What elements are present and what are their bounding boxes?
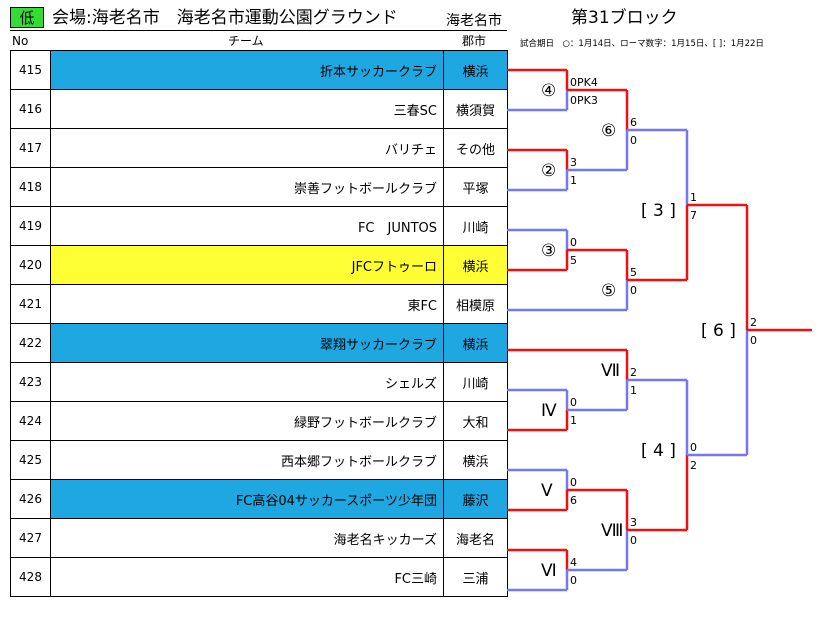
schedule-note: 試合期日 ○：1月14日、ローマ数字：1月15日、[ ]：1月22日 xyxy=(520,39,764,49)
row-city: 横浜 xyxy=(443,323,508,363)
row-city: 大和 xyxy=(443,401,508,441)
match-label: ⑤ xyxy=(601,281,616,301)
col-header-team: チーム xyxy=(228,34,264,48)
row-team: 緑野フットボールクラブ xyxy=(50,401,444,441)
row-city: 横浜 xyxy=(443,440,508,480)
row-no: 417 xyxy=(10,128,51,168)
score-top: 2 xyxy=(630,366,637,379)
row-no: 419 xyxy=(10,206,51,246)
match-label: [ 3 ] xyxy=(641,201,676,221)
row-city: 川崎 xyxy=(443,206,508,246)
row-no: 418 xyxy=(10,167,51,207)
row-team: 崇善フットボールクラブ xyxy=(50,167,444,207)
row-city: 三浦 xyxy=(443,557,508,597)
score-bottom: 7 xyxy=(690,209,697,222)
row-no: 421 xyxy=(10,284,51,324)
score-bottom: 0 xyxy=(570,574,577,587)
row-city: 相模原 xyxy=(443,284,508,324)
match-label: [ 4 ] xyxy=(641,441,676,461)
score-top: 6 xyxy=(630,116,637,129)
score-top: 1 xyxy=(690,191,697,204)
row-city: 横浜 xyxy=(443,50,508,90)
row-team: JFCフトゥーロ xyxy=(50,245,444,285)
score-bottom: 0PK3 xyxy=(570,94,598,107)
row-city: 横浜 xyxy=(443,245,508,285)
score-bottom: 0 xyxy=(750,334,757,347)
match-label: ④ xyxy=(541,81,556,101)
match-label: [ 6 ] xyxy=(701,321,736,341)
match-label: ③ xyxy=(541,241,556,261)
row-no: 428 xyxy=(10,557,51,597)
score-top: 0PK4 xyxy=(570,76,598,89)
row-no: 426 xyxy=(10,479,51,519)
score-bottom: 1 xyxy=(570,414,577,427)
row-team: 三春SC xyxy=(50,89,444,129)
score-bottom: 5 xyxy=(570,254,577,267)
row-city: 横須賀 xyxy=(443,89,508,129)
match-label: Ⅵ xyxy=(541,561,557,581)
block-title: 第31ブロック xyxy=(571,8,678,28)
score-top: 2 xyxy=(750,316,757,329)
row-team: 海老名キッカーズ xyxy=(50,518,444,558)
score-bottom: 1 xyxy=(630,384,637,397)
row-team: 折本サッカークラブ xyxy=(50,50,444,90)
score-bottom: 0 xyxy=(630,534,637,547)
score-top: 5 xyxy=(630,266,637,279)
score-bottom: 2 xyxy=(690,459,697,472)
col-header-no: No xyxy=(12,34,29,48)
score-bottom: 1 xyxy=(570,174,577,187)
match-label: ② xyxy=(541,161,556,181)
score-bottom: 0 xyxy=(630,284,637,297)
row-city: 平塚 xyxy=(443,167,508,207)
col-header-city: 郡市 xyxy=(462,34,487,48)
row-team: FC高谷04サッカースポーツ少年団 xyxy=(50,479,444,519)
score-top: 3 xyxy=(570,156,577,169)
row-no: 422 xyxy=(10,323,51,363)
score-top: 3 xyxy=(630,516,637,529)
city-title: 海老名市 xyxy=(446,13,502,29)
score-bottom: 6 xyxy=(570,494,577,507)
row-city: 藤沢 xyxy=(443,479,508,519)
row-team: 西本郷フットボールクラブ xyxy=(50,440,444,480)
row-team: FC JUNTOS xyxy=(50,206,444,246)
row-no: 416 xyxy=(10,89,51,129)
match-label: ⑥ xyxy=(601,121,616,141)
score-top: 0 xyxy=(570,396,577,409)
match-label: Ⅴ xyxy=(541,481,553,501)
level-badge: 低 xyxy=(10,7,44,28)
match-label: Ⅳ xyxy=(541,401,557,421)
score-bottom: 0 xyxy=(630,134,637,147)
header-rule xyxy=(10,30,507,31)
row-no: 415 xyxy=(10,50,51,90)
match-label: Ⅷ xyxy=(601,521,623,541)
row-city: 海老名 xyxy=(443,518,508,558)
score-top: 0 xyxy=(570,476,577,489)
venue-title: 会場:海老名市 海老名市運動公園グラウンド xyxy=(52,8,398,28)
score-top: 4 xyxy=(570,556,577,569)
score-top: 0 xyxy=(690,441,697,454)
score-top: 0 xyxy=(570,236,577,249)
match-label: Ⅶ xyxy=(601,361,620,381)
